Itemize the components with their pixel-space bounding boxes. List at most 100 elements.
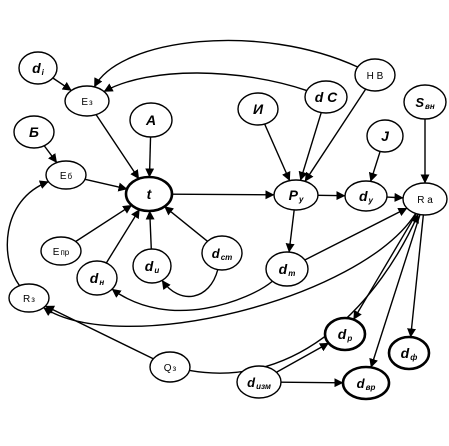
node-dy-label: dу (359, 188, 374, 205)
node-df-label: dф (401, 345, 418, 362)
edge-dst-to-dI (161, 269, 219, 298)
node-Epr[interactable]: Eпр (40, 236, 82, 266)
edge-Epr-to-t (75, 204, 133, 243)
node-dizm-shape (236, 365, 282, 399)
node-A[interactable]: A (129, 102, 173, 138)
edge-Eb-to-t (84, 178, 128, 192)
edge-t-to-Py (171, 190, 275, 200)
edge-dT-to-Ra (304, 207, 408, 261)
node-dizm[interactable]: dизм (236, 365, 282, 399)
node-Rz-shape (8, 283, 50, 313)
node-I[interactable]: И (237, 92, 279, 126)
node-Sen-shape (403, 84, 447, 120)
node-dst-shape (201, 235, 243, 271)
node-Qz-label: Qз (164, 363, 177, 374)
edge-I-to-Py (264, 123, 291, 182)
edge-dn-to-t (105, 209, 141, 264)
node-Py-shape (273, 179, 319, 211)
node-I-label: И (253, 101, 264, 117)
node-dT[interactable]: dт (265, 251, 309, 287)
node-A-label: A (145, 112, 156, 128)
node-dr[interactable]: dр (323, 316, 367, 352)
edge-dC-to-Py (298, 112, 322, 181)
node-t-shape (124, 175, 174, 213)
node-Qz-shape (149, 351, 191, 383)
edge-dizm-to-dr (276, 342, 329, 373)
node-Ra-shape (402, 182, 448, 216)
node-Ez-label: Eз (81, 97, 93, 108)
edge-Py-to-dT (285, 209, 295, 253)
node-Sen-label: Sвн (415, 95, 435, 111)
node-A-shape (129, 102, 173, 138)
node-J[interactable]: J (366, 119, 404, 153)
edge-J-to-dy (368, 151, 381, 182)
node-dI-label: dи (145, 258, 160, 275)
node-J-label: J (381, 128, 390, 144)
node-di-label: di (32, 60, 45, 77)
node-B[interactable]: Б (13, 115, 55, 149)
edge-Ra-to-df (407, 214, 425, 338)
node-Rz-label: Rз (23, 294, 35, 305)
node-Eb[interactable]: Eб (45, 160, 87, 190)
node-Ez[interactable]: Eз (64, 85, 110, 117)
node-Epr-label: Eпр (53, 247, 70, 258)
node-t[interactable]: t (124, 175, 174, 213)
node-B-shape (13, 115, 55, 149)
edge-di-to-Ez (52, 77, 72, 92)
node-dn-label: dн (90, 270, 105, 287)
node-Rz[interactable]: Rз (8, 283, 50, 313)
node-dn-shape (76, 260, 118, 296)
node-Eb-label: Eб (60, 171, 73, 182)
node-dC-label: d C (315, 89, 338, 105)
edge-dst-to-t (164, 206, 208, 242)
edge-Ra-to-Rz (43, 213, 417, 327)
node-dvr-shape (341, 365, 391, 401)
edge-Ra-to-dr (352, 213, 417, 320)
node-dst[interactable]: dст (201, 235, 243, 271)
node-Sen[interactable]: Sвн (403, 84, 447, 120)
edge-dizm-to-dvr (280, 378, 344, 388)
node-dst-label: dст (212, 246, 233, 262)
node-Qz[interactable]: Qз (149, 351, 191, 383)
edge-dC-to-Ez (103, 72, 308, 93)
edge-dT-to-dn (111, 280, 273, 312)
node-J-shape (366, 119, 404, 153)
node-dvr-label: dвр (357, 376, 376, 392)
node-dT-label: dт (279, 261, 296, 278)
edge-HB-to-Py (304, 88, 367, 182)
node-dT-shape (265, 251, 309, 287)
node-di[interactable]: di (18, 51, 58, 85)
node-dC[interactable]: d C (304, 80, 348, 114)
edge-Ra-to-dvr (369, 214, 421, 368)
node-Py[interactable]: Pу (273, 179, 319, 211)
edge-A-to-t (145, 136, 155, 178)
node-Ez-shape (64, 85, 110, 117)
node-dvr[interactable]: dвр (341, 365, 391, 401)
edge-B-to-Eb (43, 145, 58, 164)
node-dy-shape (344, 180, 388, 212)
node-B-label: Б (29, 124, 39, 140)
node-di-shape (18, 51, 58, 85)
edge-Qz-to-Rz (44, 305, 154, 360)
edge-dy-to-Ra (386, 192, 404, 202)
node-t-label: t (147, 186, 153, 202)
node-dr-shape (323, 316, 367, 352)
node-df[interactable]: dф (387, 335, 431, 371)
node-dC-shape (304, 80, 348, 114)
node-dy[interactable]: dу (344, 180, 388, 212)
node-dn[interactable]: dн (76, 260, 118, 296)
edge-dI-to-t (145, 210, 155, 250)
node-dI-shape (132, 248, 172, 284)
edge-Rz-to-Eb (6, 180, 49, 287)
node-HB-shape (354, 58, 396, 92)
node-dI[interactable]: dи (132, 248, 172, 284)
node-HB[interactable]: Н В (354, 58, 396, 92)
node-dr-label: dр (338, 326, 353, 343)
node-HB-label: Н В (367, 71, 384, 82)
edge-HB-to-Ez (93, 39, 358, 88)
node-Ra[interactable]: R a (402, 182, 448, 216)
node-Ra-label: R a (417, 195, 433, 206)
edge-Ez-to-t (95, 114, 140, 180)
